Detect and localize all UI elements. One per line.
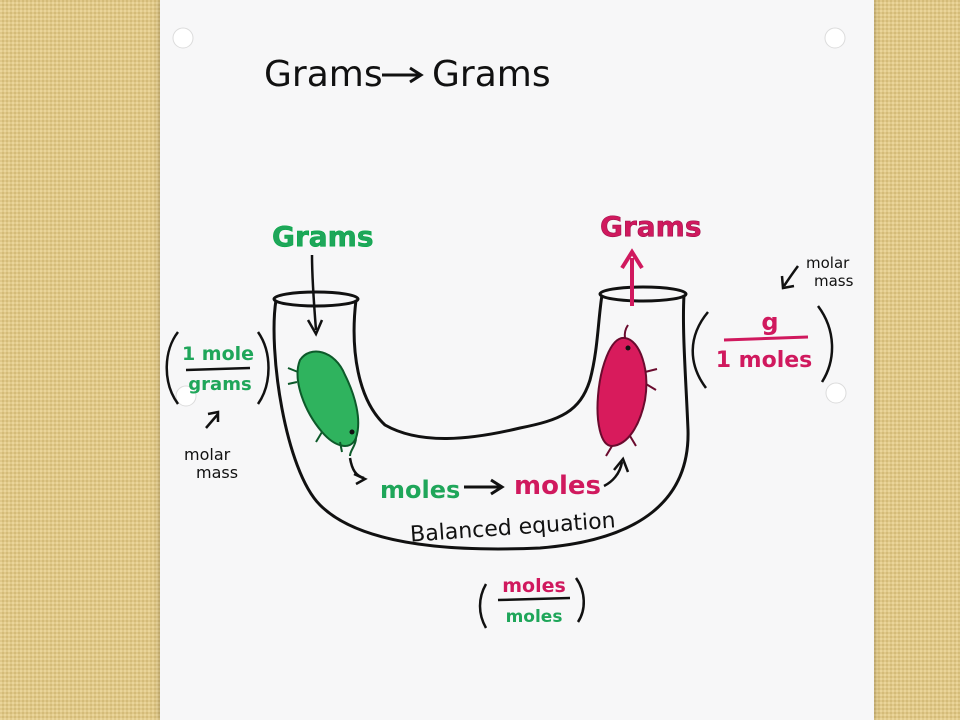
left-fraction-bar (185, 366, 251, 372)
down-arrow-icon (306, 254, 324, 337)
label-grams-left: Grams (272, 220, 374, 253)
right-molar-note-line1: molar (806, 254, 850, 272)
punch-hole-top-left (172, 27, 194, 49)
right-fraction-numerator: g (761, 308, 778, 336)
right-paren-open (691, 311, 709, 389)
right-conversion-factor: molar mass g 1 moles (691, 254, 854, 389)
right-paren-close (816, 305, 834, 383)
right-molar-note-line2: mass (814, 272, 854, 290)
bottom-paren-close (574, 577, 585, 623)
punch-hole-mid-right (825, 382, 847, 404)
left-paren-close (256, 331, 270, 405)
title-grams-right: Grams (432, 54, 551, 95)
left-molar-mass-arrow-icon (205, 410, 220, 429)
right-tube-opening (598, 285, 688, 303)
curved-arrow-up-icon (603, 456, 630, 488)
bottom-conversion-factor: moles moles (478, 575, 585, 629)
left-molar-note-line2: mass (196, 463, 238, 482)
right-fraction-denominator: 1 moles (716, 348, 813, 373)
label-moles-right: moles (514, 471, 601, 501)
bottom-fraction-bar (497, 596, 571, 602)
u-tube-inner-wall (352, 294, 604, 440)
punch-hole-mid-left (175, 385, 197, 407)
left-fraction-numerator: 1 mole (182, 343, 254, 365)
label-moles-left: moles (380, 476, 460, 504)
u-tube-outline (272, 294, 690, 551)
magenta-mole-icon (596, 324, 658, 457)
bottom-fraction-numerator: moles (502, 575, 566, 597)
punch-hole-top-right (824, 27, 846, 49)
left-tube-opening (272, 290, 360, 308)
left-fraction-denominator: grams (188, 374, 251, 395)
left-molar-note-line1: molar (184, 445, 231, 464)
right-fraction-bar (723, 335, 809, 342)
curved-arrow-icon (348, 457, 368, 486)
bottom-paren-open (478, 583, 488, 629)
left-conversion-factor: 1 mole grams molar mass (165, 331, 270, 482)
left-paren-open (165, 331, 180, 405)
title-arrow-icon (382, 66, 424, 84)
title-grams-left: Grams (264, 54, 383, 95)
right-molar-mass-arrow-icon (780, 265, 800, 290)
label-grams-right: Grams (600, 210, 702, 243)
green-mole-icon (287, 350, 360, 457)
up-arrow-icon (620, 248, 644, 306)
moles-arrow-icon (464, 478, 505, 496)
bottom-fraction-denominator: moles (506, 607, 563, 627)
